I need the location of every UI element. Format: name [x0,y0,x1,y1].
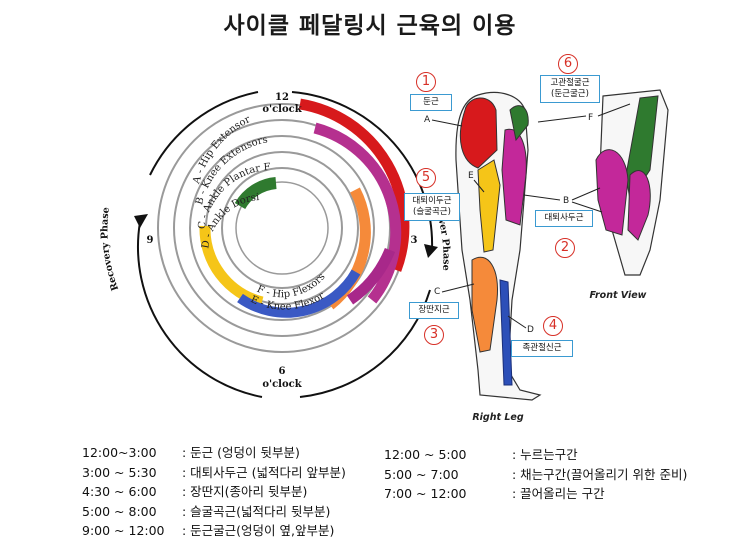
letter-c: C [434,287,440,297]
clock-top-sub: o'clock [262,104,302,115]
cycle-arc [149,91,259,176]
arc-hip-flexors [199,225,264,308]
right-leg-caption: Right Leg [472,412,523,423]
letter-e-line [473,179,485,193]
ring-guide [235,181,329,275]
right-leg-figure [455,91,542,401]
legend-row: 7:00 ~ 12:00: 끌어올리는 구간 [384,486,605,501]
callout-number-5: 5 [416,168,436,188]
front-quad-shape [595,149,629,236]
callout-number-4: 4 [543,316,563,336]
legend-row: 12:00~3:00: 둔근 (엉덩이 뒷부분) [82,445,300,460]
cycle-arrowhead [424,244,438,258]
clock-top: 12 [275,92,289,103]
letter-b: B [563,196,569,206]
arc-ankle-dorsi [234,177,277,210]
letter-c-line [441,283,475,293]
pedaling-diagram: A - Hip Extensor B - Knee Extensors C - … [0,0,669,423]
front-quad-shape-2 [627,170,651,241]
quad-side-shape [501,128,527,226]
letter-f-line [537,115,587,123]
front-view-figure [595,89,669,276]
callout-number-6: 6 [558,54,578,74]
legend-row: 5:00 ~ 7:00: 채는구간(끌어올리기 위한 준비) [384,466,688,482]
cycle-arrowhead [134,214,148,228]
arc-knee-extensors [313,122,402,304]
arc-hip-extensor [299,98,410,272]
letter-d-line [507,315,527,329]
letter-f-line-2 [597,103,631,117]
callout-box-6: 고관절굴근 (둔근굴근) [540,75,600,103]
legend-row: 3:00 ~ 5:30: 대퇴사두근 (넓적다리 앞부분) [82,464,346,480]
cycle-arc [137,221,263,398]
callout-number-1: 1 [416,72,436,92]
clock-right: 3 [411,235,418,246]
ring-guide [173,119,391,337]
legend-left: 12:00~3:00: 둔근 (엉덩이 뒷부분) 3:00 ~ 5:30: 대퇴… [82,442,346,540]
legend-row: 12:00 ~ 5:00: 누르는구간 [384,447,578,462]
hip-flexor-side [509,105,529,142]
calf-shape [471,256,498,353]
page-title: 사이클 페달링시 근육의 이용 [223,13,517,39]
letter-f: F [588,113,593,123]
arc-knee-flexor [237,269,361,318]
legend-row: 5:00 ~ 8:00: 슬굴곡근(넓적다리 뒷부분) [82,503,331,519]
clock-bottom-sub: o'clock [262,379,302,390]
clock-left: 9 [147,235,154,246]
callout-box-5: 대퇴이두근 (슬굴곡근) [404,193,460,221]
legend-row: 4:30 ~ 6:00: 장딴지(종아리 뒷부분) [82,484,308,499]
clock-bottom: 6 [279,366,286,377]
hamstring-shape [477,159,501,253]
recovery-phase-label: Recovery Phase [99,207,121,292]
callout-number-2: 2 [555,238,575,258]
callout-number-3: 3 [424,325,444,345]
legend-row: 9:00 ~ 12:00: 둔근굴근(엉덩이 옆,앞부분) [82,523,335,538]
letter-e: E [468,171,474,181]
front-view-caption: Front View [590,290,647,301]
callout-box-1: 둔근 [410,94,452,111]
tibialis-shape [499,279,513,386]
ring-label-d: D - Ankle Dorsiflexors [0,0,260,249]
letter-b-line [571,187,601,201]
callout-box-2: 대퇴사두근 [535,210,593,227]
letter-b-line-3 [523,194,561,201]
legend-right: 12:00 ~ 5:00: 누르는구간 5:00 ~ 7:00: 채는구간(끌어… [384,444,687,503]
letter-a: A [424,115,431,125]
gluteus-shape [459,97,498,169]
arc-knee-flexor-b [346,247,396,305]
callout-box-4: 족관절신근 [511,340,573,357]
letter-a-line [431,119,463,127]
letter-d: D [527,325,534,335]
letter-b-line-2 [571,201,603,213]
callout-box-3: 장딴지근 [409,302,459,319]
ring-guide [221,167,343,289]
ring-guide [189,135,375,321]
